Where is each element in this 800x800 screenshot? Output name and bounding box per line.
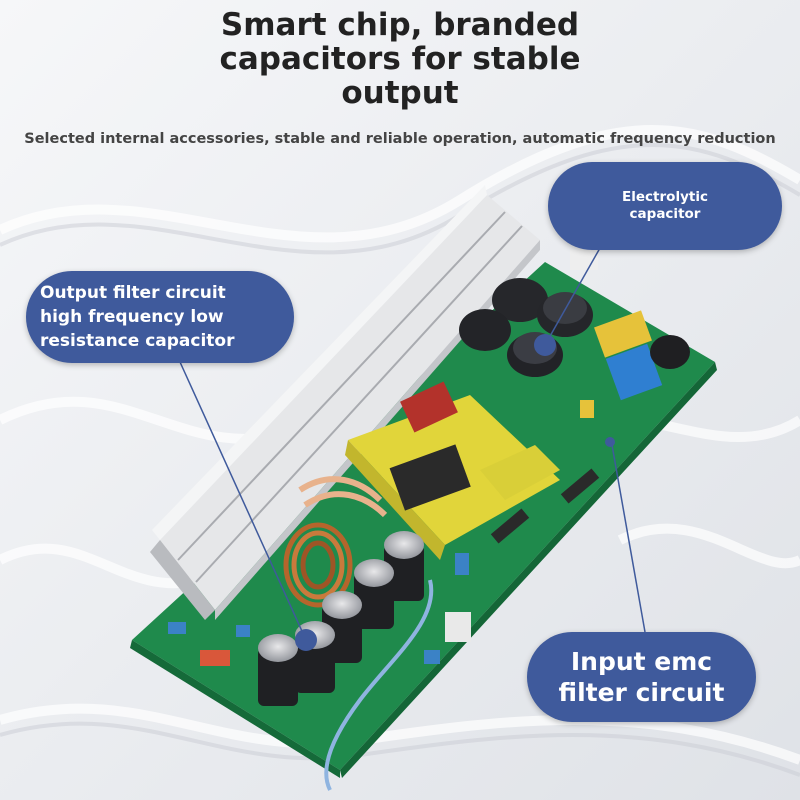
callout-electrolytic-capacitor: Electrolytic capacitor xyxy=(548,162,782,250)
transformer xyxy=(345,395,560,560)
pointer-lines xyxy=(179,247,646,641)
capacitors-bottom xyxy=(258,531,424,706)
copper-inductor xyxy=(283,522,353,608)
callout-input-emc-filter: Input emc filter circuit xyxy=(527,632,756,722)
blue-wire xyxy=(324,579,434,791)
callout-label: Input emc filter circuit xyxy=(558,647,725,707)
callout-label: Electrolytic capacitor xyxy=(622,189,708,222)
orange-wires xyxy=(298,476,388,518)
small-components xyxy=(168,250,600,666)
pointer-dots xyxy=(295,206,756,651)
callout-label: Output filter circuit high frequency low… xyxy=(40,283,235,351)
red-capacitor xyxy=(400,381,458,433)
yellow-capacitor xyxy=(594,310,652,358)
callout-output-filter-circuit: Output filter circuit high frequency low… xyxy=(26,271,294,363)
blue-capacitor xyxy=(605,343,663,401)
yellow-transformer-small xyxy=(480,445,560,500)
page-title: Smart chip, branded capacitors for stabl… xyxy=(219,7,581,111)
page-subtitle: Selected internal accessories, stable an… xyxy=(24,131,776,147)
